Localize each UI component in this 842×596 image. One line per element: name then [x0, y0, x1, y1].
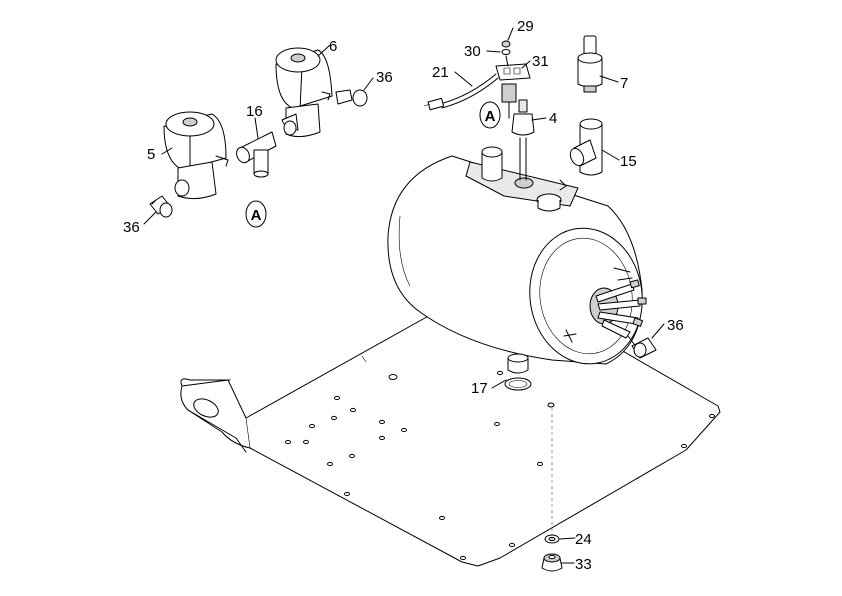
- part-33-nut: [541, 553, 563, 572]
- part-36-elbow-left: [149, 195, 173, 218]
- callout-24: 24: [575, 531, 592, 548]
- callout-7: 7: [620, 75, 628, 92]
- callout-4: 4: [549, 110, 557, 127]
- callout-15: 15: [620, 153, 637, 170]
- marker-a-bottom: A: [245, 200, 267, 228]
- part-16-tee-fitting: [236, 131, 277, 178]
- callout-30: 30: [464, 43, 481, 60]
- plate-slot-hole: [193, 398, 219, 418]
- plate-holes: [285, 347, 715, 561]
- callout-numbers: 29 30 31 21 6 36 7 4 16 5 15 36 36 17 24…: [123, 18, 684, 573]
- part-7-safety-valve: [577, 35, 603, 93]
- callout-36-right: 36: [667, 317, 684, 334]
- part-15-tee-fitting: [569, 118, 603, 176]
- marker-a-bottom-label: A: [251, 207, 262, 224]
- part-5-solenoid-valve: [163, 111, 229, 200]
- callout-33: 33: [575, 556, 592, 573]
- boiler-tank: [387, 146, 647, 365]
- callout-29: 29: [517, 18, 534, 35]
- part-29-washer: [501, 40, 511, 55]
- callout-31: 31: [532, 53, 549, 70]
- callout-36-top: 36: [376, 69, 393, 86]
- part-6-solenoid-valve: [275, 47, 368, 138]
- part-24-washer: [544, 534, 560, 544]
- marker-a-top: A: [479, 101, 501, 129]
- callout-5: 5: [147, 146, 155, 163]
- callout-21: 21: [432, 64, 449, 81]
- heating-element-connectors: [563, 267, 647, 343]
- callout-6: 6: [329, 38, 337, 55]
- callout-17: 17: [471, 380, 488, 397]
- part-17-drain-plug: [504, 353, 532, 391]
- marker-a-top-label: A: [485, 108, 496, 125]
- part-36-elbow-right: [627, 335, 657, 359]
- part-21-probe-cable: [423, 73, 499, 111]
- callout-16: 16: [246, 103, 263, 120]
- boiler-top-ports: [481, 146, 567, 212]
- callout-36-left: 36: [123, 219, 140, 236]
- callout-leader-lines: [143, 27, 665, 564]
- part-4-level-probe: [511, 99, 535, 181]
